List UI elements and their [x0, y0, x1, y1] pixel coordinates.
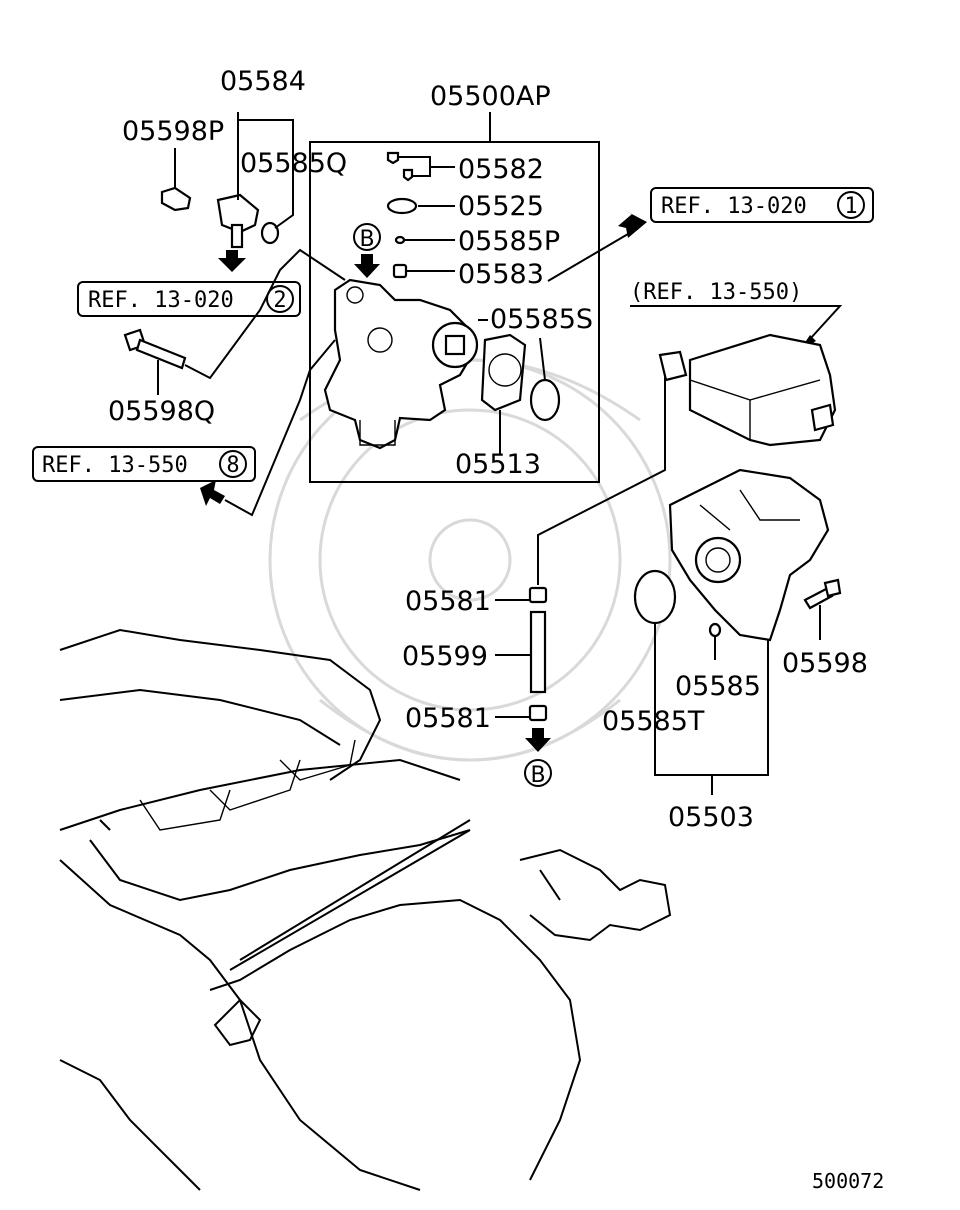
- arrow-icon: [200, 480, 225, 506]
- part-label-05599: 05599: [402, 641, 488, 672]
- assembly-small-parts: [386, 151, 561, 422]
- ref-13-550-8: REF. 13-550 8: [32, 446, 256, 482]
- sensor-parts-top-left: [160, 112, 294, 249]
- ref-13-550-label: (REF. 13-550): [630, 280, 802, 305]
- engine-block-illustration: [59, 628, 672, 1191]
- part-label-05581-top: 05581: [405, 586, 491, 617]
- part-label-05503: 05503: [668, 802, 754, 833]
- o-ring-05585: [708, 622, 722, 638]
- svg-text:REF. 13-020: REF. 13-020: [88, 288, 234, 313]
- part-label-05598p: 05598P: [122, 116, 224, 147]
- bolt-05598: [803, 578, 842, 610]
- actuator-component: [658, 333, 837, 447]
- part-label-05500ap: 05500AP: [430, 81, 551, 112]
- part-label-05585p: 05585P: [458, 226, 560, 257]
- watermark-emblem: [268, 358, 672, 762]
- assembly-leaders: [405, 166, 546, 455]
- svg-text:REF. 13-020: REF. 13-020: [661, 194, 807, 219]
- svg-text:1: 1: [844, 194, 857, 219]
- o-ring-05585t: [633, 569, 677, 625]
- part-label-05598: 05598: [782, 648, 868, 679]
- part-label-05585q: 05585Q: [240, 148, 347, 179]
- marker-b-top: B: [359, 227, 374, 252]
- part-label-05513: 05513: [455, 449, 541, 480]
- part-label-05581-bottom: 05581: [405, 703, 491, 734]
- arrow-down-icon: [354, 254, 380, 278]
- svg-text:REF. 13-550: REF. 13-550: [42, 453, 188, 478]
- hose-assembly: [495, 586, 548, 722]
- part-label-05585: 05585: [675, 671, 761, 702]
- pump-housing-05503: [668, 468, 830, 642]
- assembly-frame: [309, 141, 600, 483]
- arrow-down-icon: [525, 728, 551, 752]
- arrow-icon: [618, 210, 647, 238]
- ref-13-020-2: REF. 13-020 2: [77, 281, 301, 317]
- bolt-05598q: [123, 328, 187, 395]
- diagram-id: 500072: [812, 1169, 884, 1193]
- part-label-05525: 05525: [458, 191, 544, 222]
- fuel-pump-assembly: [323, 278, 479, 450]
- arrow-down-icon: [218, 250, 246, 272]
- part-label-05584: 05584: [220, 66, 306, 97]
- part-label-05585t: 05585T: [602, 706, 705, 737]
- marker-b-bottom: B: [530, 763, 545, 788]
- svg-text:2: 2: [273, 288, 286, 313]
- part-label-05598q: 05598Q: [108, 396, 215, 427]
- part-label-05585s: 05585S: [490, 304, 593, 335]
- part-label-05582: 05582: [458, 154, 544, 185]
- ref-13-020-1: REF. 13-020 1: [650, 187, 874, 223]
- part-label-05583: 05583: [458, 259, 544, 290]
- svg-text:8: 8: [226, 453, 239, 478]
